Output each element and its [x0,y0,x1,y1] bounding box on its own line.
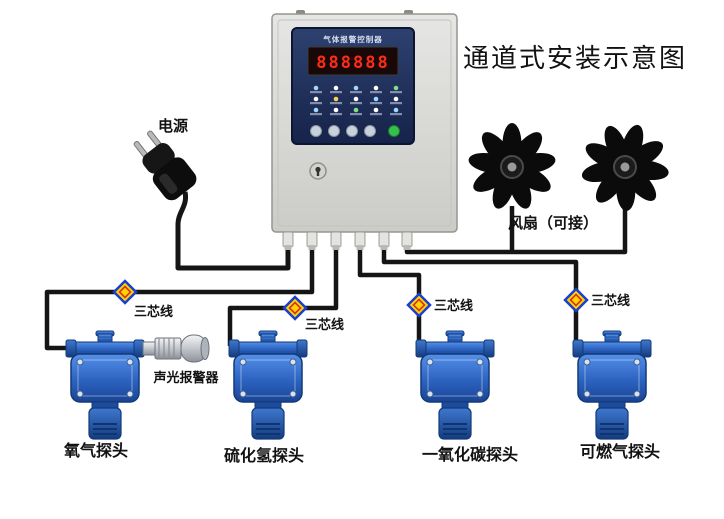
power-cable [175,191,291,271]
wire-label-3: 三芯线 [434,298,473,313]
wire-label-4: 三芯线 [591,293,630,308]
detector-label-h2s: 硫化氢探头 [224,446,304,465]
cable-gland [282,231,294,250]
control-panel: 气体报警控制器 888888 [291,27,415,145]
power-label: 电源 [158,117,188,135]
three-core-wire-marker [112,279,138,305]
detector-h2s [228,330,308,440]
three-core-wire-marker [406,292,432,318]
wire-label-1: 三芯线 [134,304,173,319]
cable-gland [354,231,366,250]
detector-label-co: 一氧化碳探头 [422,445,518,464]
fan-2 [567,110,683,225]
cabinet-door-seam [277,19,452,227]
fan-1 [466,122,558,213]
controller-brand: 气体报警控制器 [322,34,383,44]
led-display-value: 888888 [316,53,389,73]
cable-combustible-detector [381,246,579,346]
detector-oxygen [65,330,145,440]
fan-label: 风扇（可接） [508,214,598,232]
three-core-wire-marker [282,295,308,321]
cable-gland [378,231,390,250]
controller-cabinet: 气体报警控制器 888888 [271,10,458,250]
indicator-led-grid [310,85,402,116]
cable-gland [330,231,342,250]
led-display-window [307,46,399,76]
cable-glands [282,231,413,250]
three-core-wire-marker [563,287,589,313]
cable-gland [401,231,413,250]
panel-button [364,125,376,137]
page-title: 通道式安装示意图 [463,44,687,73]
panel-button [310,125,322,137]
cable-gland [306,231,318,250]
alarm-label: 声光报警器 [152,370,219,385]
alarm-horn [142,334,210,363]
cable-oxygen-detector [44,246,315,351]
wire-label-2: 三芯线 [305,317,344,332]
power-plug [133,130,197,201]
panel-buttons [310,125,400,137]
panel-button [346,125,358,137]
cabinet-lock [309,162,327,180]
panel-button-green [388,125,400,137]
detector-label-oxygen: 氧气探头 [63,441,128,460]
detector-combustible [572,330,652,440]
detector-co [415,330,495,440]
panel-button [328,125,340,137]
detector-label-combustible: 可燃气探头 [580,442,660,461]
